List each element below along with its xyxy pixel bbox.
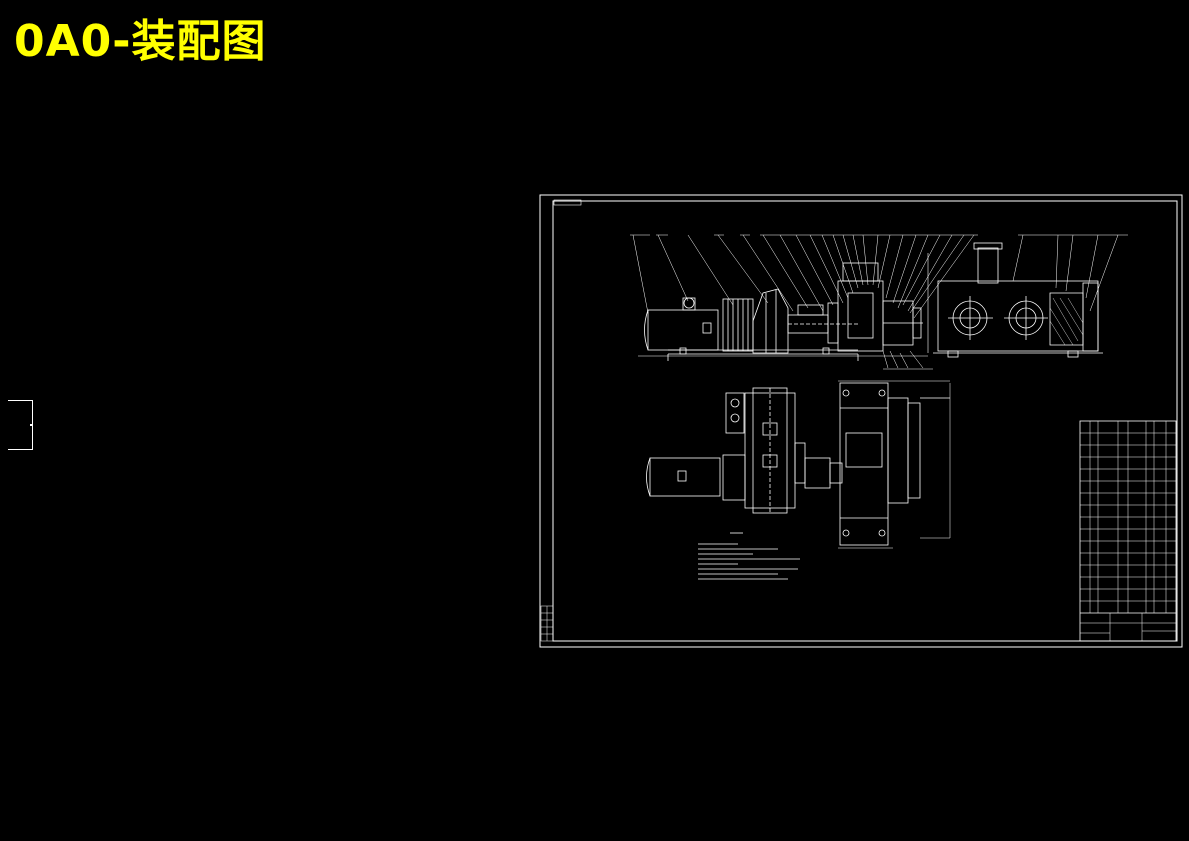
- parts-list-table: [1079, 420, 1177, 642]
- assembly-drawing-sheet[interactable]: [538, 193, 1184, 650]
- sheet-border: [539, 194, 1183, 648]
- top-view-assembly: [638, 253, 929, 361]
- binding-margin-block: [540, 605, 554, 642]
- plan-view-left: [646, 387, 843, 514]
- technical-notes: [698, 532, 800, 580]
- side-view-assembly: [933, 234, 1128, 358]
- drawing-title: 0A0-装配图: [14, 16, 267, 67]
- plan-view-right: [838, 380, 951, 549]
- leader-lines: [630, 234, 978, 370]
- left-bracket-mark: [8, 400, 33, 450]
